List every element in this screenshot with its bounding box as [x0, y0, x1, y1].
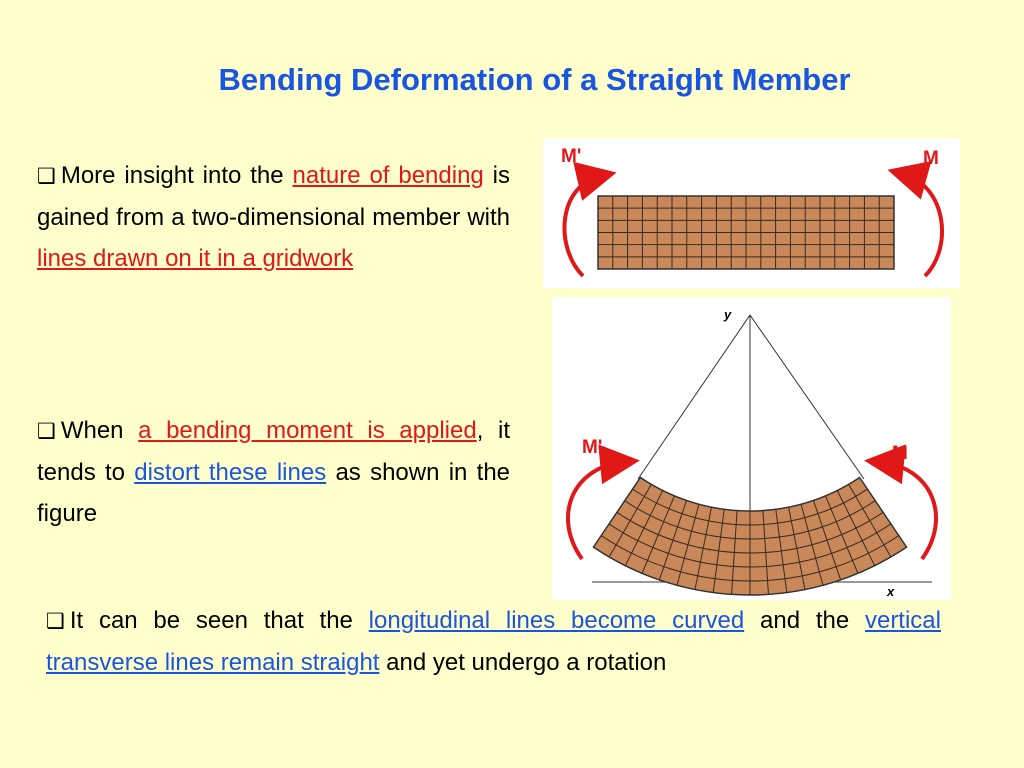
p3-link-transverse: vertical transverse lines remain straigh…: [46, 607, 941, 676]
p2-link-bending-moment: a bending moment is applied: [138, 417, 477, 444]
p1-link-gridwork: lines drawn on it in a gridwork: [37, 245, 354, 272]
p1-link-nature-of-bending: nature of bending: [292, 162, 484, 189]
moment-label-left: M': [561, 146, 581, 167]
moment-arrow-left: [562, 161, 617, 278]
p1-text-2: is gained from a two-dimensional member …: [37, 162, 510, 231]
moment-label-right: M: [923, 148, 939, 169]
straight-gridlines: [598, 196, 894, 269]
moment-label-left: M': [582, 437, 602, 458]
moment-arrow-right: [864, 444, 939, 561]
moment-label-right: M: [892, 443, 908, 464]
grid-line-arc: [624, 500, 876, 540]
p3-link-longitudinal: longitudinal lines become curved: [368, 607, 745, 634]
moment-arrow-right: [887, 161, 944, 278]
grid-line-arc: [616, 511, 884, 554]
grid-line-arc: [608, 523, 892, 568]
grid-line-arc: [600, 535, 900, 582]
p2-text-2: , it tends to: [37, 417, 510, 486]
p3-text-2: and the: [744, 607, 865, 634]
bullet-icon: ❑: [37, 164, 56, 188]
radius-line-left: [637, 314, 751, 480]
paragraph-gridwork: ❑More insight into the nature of bending…: [37, 155, 510, 279]
curved-gridlines: [600, 484, 900, 595]
bullet-icon: ❑: [37, 419, 56, 443]
radius-line-right: [749, 314, 865, 480]
axis-y-label: y: [723, 307, 732, 322]
grid-line-arc: [632, 488, 868, 526]
p1-text-1: More insight into the: [60, 162, 293, 189]
paragraph-bending-moment: ❑When a bending moment is applied, it te…: [37, 410, 510, 534]
slide-title: Bending Deformation of a Straight Member: [218, 62, 851, 97]
axis-x-label: x: [886, 584, 895, 599]
paragraph-curved-lines: ❑It can be seen that the longitudinal li…: [46, 600, 941, 683]
figure-bent-member: y x M' M: [552, 297, 951, 600]
p3-text-3: and yet undergo a rotation: [379, 649, 667, 676]
moment-arrow-left: [565, 444, 640, 561]
figure-undeformed-member: M' M: [543, 138, 960, 288]
p3-text-1: It can be seen that the: [69, 607, 369, 634]
p2-link-distort-lines: distort these lines: [134, 459, 327, 486]
p2-text-3: as shown in the figure: [37, 459, 511, 527]
p2-text-1: When: [60, 417, 139, 444]
bullet-icon: ❑: [46, 609, 65, 633]
